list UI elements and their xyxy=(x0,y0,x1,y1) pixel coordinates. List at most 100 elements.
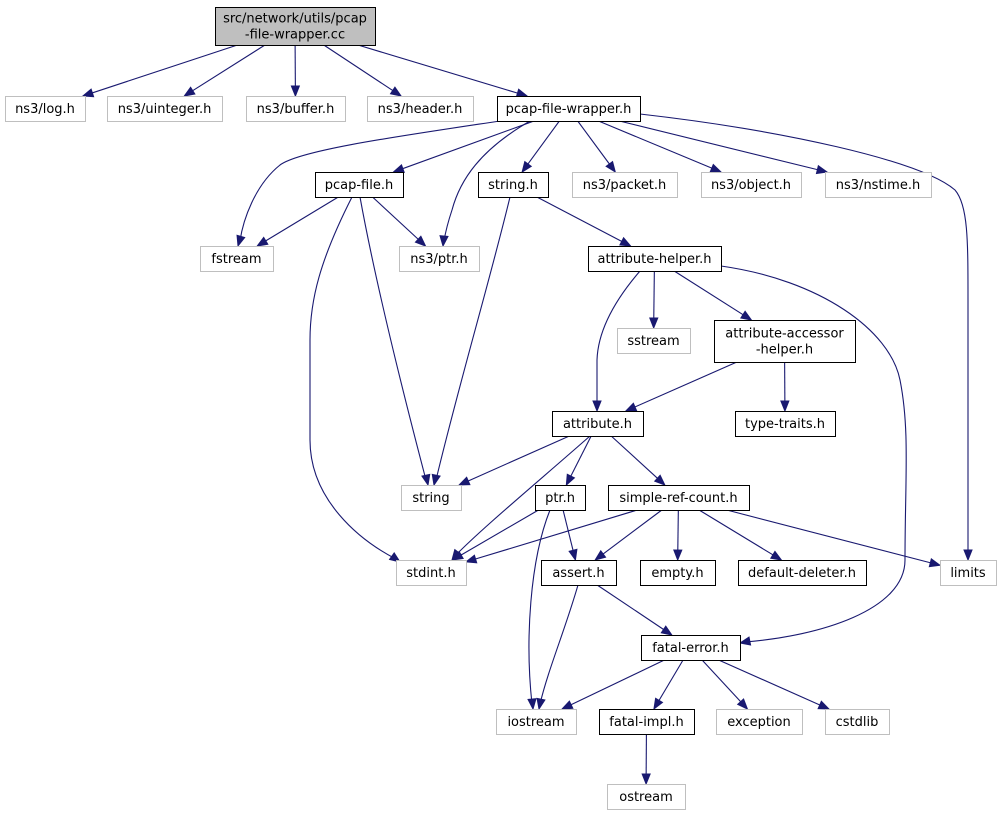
node-default-deleter-h[interactable]: default-deleter.h xyxy=(738,560,867,586)
edge-ptr_h-to-iostream xyxy=(527,509,551,711)
edge-attribute_accessor_helper_h-to-type_traits_h xyxy=(780,361,790,413)
edge-simple_ref_count_h-to-stdint_h xyxy=(464,509,638,564)
node-pcap-file-wrapper-h[interactable]: pcap-file-wrapper.h xyxy=(497,96,641,122)
node-box xyxy=(246,96,346,122)
edge-root-to-header_h xyxy=(323,44,403,97)
node-label: fstream xyxy=(211,252,261,267)
node-box xyxy=(607,784,686,810)
edge-line xyxy=(569,435,592,478)
edge-simple_ref_count_h-to-limits xyxy=(726,509,942,568)
edge-line xyxy=(357,44,519,94)
edge-line xyxy=(467,435,570,482)
node-box xyxy=(716,709,803,735)
node-label: pcap-file-wrapper.h xyxy=(506,102,632,117)
edge-pcap_file_wrapper_h-to-pcap_file_h xyxy=(392,120,535,173)
node-attribute-accessor-helper-h[interactable]: attribute-accessor-helper.h xyxy=(714,320,856,363)
edge-arrowhead xyxy=(183,86,196,97)
edge-line xyxy=(718,659,821,706)
edge-line xyxy=(309,196,395,559)
edge-attribute_helper_h-to-attribute_accessor_helper_h xyxy=(673,270,753,321)
node-simple-ref-count-h[interactable]: simple-ref-count.h xyxy=(608,485,750,511)
edge-line xyxy=(619,120,819,171)
node-fatal-error-h[interactable]: fatal-error.h xyxy=(641,635,741,661)
node-label: ostream xyxy=(619,790,673,805)
node-label: default-deleter.h xyxy=(748,566,856,581)
edge-arrowhead xyxy=(641,773,651,786)
node-attribute-h[interactable]: attribute.h xyxy=(552,411,644,437)
node-box xyxy=(215,7,376,46)
node-exception: exception xyxy=(716,709,803,735)
edge-arrowhead xyxy=(236,234,246,248)
node-packet-h: ns3/packet.h xyxy=(572,172,678,198)
edge-simple_ref_count_h-to-empty_h xyxy=(673,509,683,562)
edge-line xyxy=(569,659,665,706)
edge-arrowhead xyxy=(660,625,673,636)
node-box xyxy=(641,635,741,661)
node-box xyxy=(552,411,644,437)
edge-string_h-to-attribute_helper_h xyxy=(536,196,632,247)
edge-arrowhead xyxy=(592,400,602,413)
edges-layer xyxy=(81,44,973,786)
edge-line xyxy=(653,270,655,320)
node-box xyxy=(735,411,836,437)
node-label: attribute.h xyxy=(563,417,632,432)
edge-root-to-buffer_h xyxy=(290,44,301,98)
edge-attribute_helper_h-to-attribute_h xyxy=(592,270,641,413)
node-pcap-file-h[interactable]: pcap-file.h xyxy=(315,172,404,198)
edge-arrowhead xyxy=(451,550,464,561)
node-box xyxy=(107,96,223,122)
node-assert-h[interactable]: assert.h xyxy=(541,560,617,586)
edge-pcap_file_wrapper_h-to-limits xyxy=(639,113,973,562)
node-empty-h[interactable]: empty.h xyxy=(640,560,716,586)
edge-line xyxy=(528,509,551,705)
node-box xyxy=(5,96,86,122)
node-box xyxy=(535,485,586,511)
edge-fatal_impl_h-to-ostream xyxy=(641,733,651,786)
edge-line xyxy=(264,196,339,242)
edge-line xyxy=(596,270,641,406)
edge-line xyxy=(539,584,579,705)
node-ptr-h[interactable]: ptr.h xyxy=(535,485,586,511)
node-label: ns3/packet.h xyxy=(583,178,667,193)
edge-arrowhead xyxy=(439,235,449,248)
node-string-h[interactable]: string.h xyxy=(478,172,549,198)
edge-arrowhead xyxy=(653,697,664,711)
node-stdint-h: stdint.h xyxy=(396,560,467,586)
node-label: iostream xyxy=(507,715,564,730)
edge-fatal_error_h-to-cstdlib xyxy=(718,659,831,710)
edge-attribute_h-to-ptr_h xyxy=(565,435,592,487)
node-box xyxy=(478,172,549,198)
node-attribute-helper-h[interactable]: attribute-helper.h xyxy=(588,246,722,272)
edge-line xyxy=(526,120,560,166)
node-box xyxy=(640,560,716,586)
edge-pcap_file_wrapper_h-to-nstime_h xyxy=(619,120,829,175)
edge-pcap_file_h-to-fstream xyxy=(256,196,339,247)
node-label: limits xyxy=(950,566,986,581)
node-label: stdint.h xyxy=(406,566,455,581)
node-box xyxy=(200,246,274,272)
edge-arrowhead xyxy=(521,160,533,174)
edge-arrowhead xyxy=(624,402,638,412)
edge-arrowhead xyxy=(388,552,402,563)
edge-line xyxy=(577,120,611,166)
edge-line xyxy=(677,509,679,552)
node-box xyxy=(541,560,617,586)
edge-arrowhead xyxy=(673,549,683,562)
edge-arrowhead xyxy=(256,236,269,247)
edge-line xyxy=(639,113,969,555)
node-label: string xyxy=(412,491,449,506)
edge-line xyxy=(435,196,511,481)
edge-line xyxy=(720,265,907,643)
edge-root-to-pcap_file_wrapper_h xyxy=(357,44,529,98)
node-box xyxy=(617,328,691,354)
edge-arrowhead xyxy=(414,235,427,247)
edge-simple_ref_count_h-to-default_deleter_h xyxy=(698,509,783,561)
edge-arrowhead xyxy=(560,700,574,710)
node-box xyxy=(396,560,467,586)
edge-pcap_file_h-to-ptr_h_ns3 xyxy=(372,196,427,247)
edge-line xyxy=(536,196,623,243)
node-fatal-impl-h[interactable]: fatal-impl.h xyxy=(599,709,695,735)
node-type-traits-h[interactable]: type-traits.h xyxy=(735,411,836,437)
edge-arrowhead xyxy=(568,548,578,562)
